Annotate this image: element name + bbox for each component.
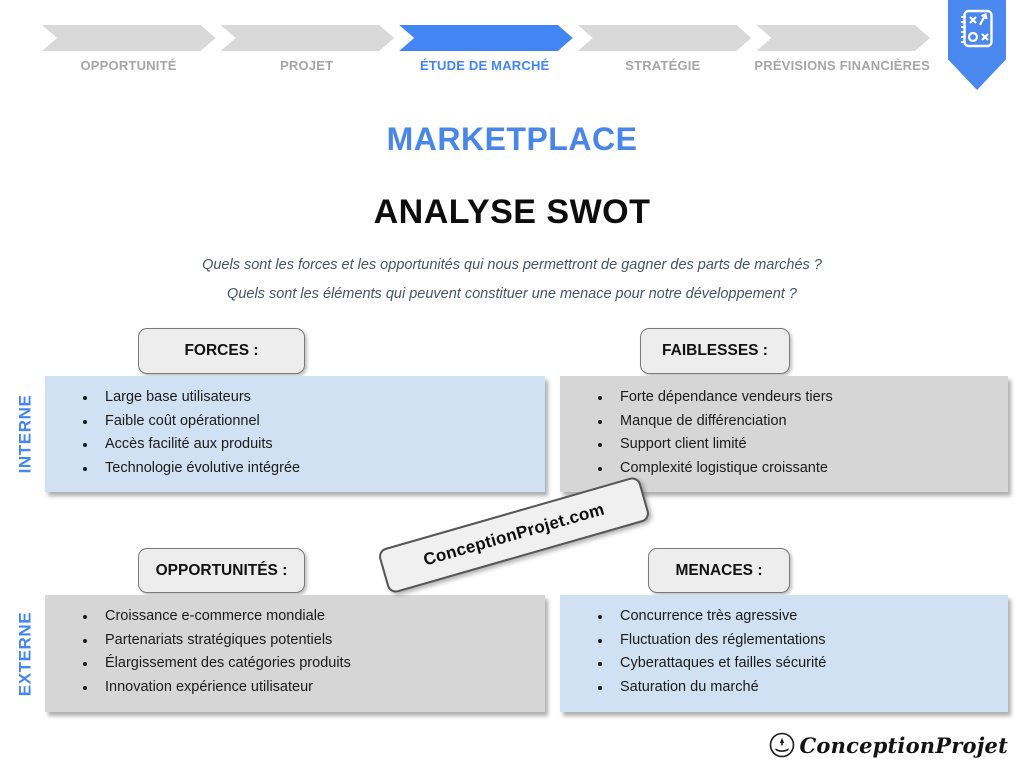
forces-list: Large base utilisateurs Faible coût opér…	[45, 376, 545, 476]
list-item: Concurrence très agressive	[612, 608, 998, 625]
bookmark-ribbon	[948, 0, 1006, 90]
process-step-chevron-projet	[221, 25, 395, 51]
list-item: Innovation expérience utilisateur	[97, 679, 535, 696]
process-bar	[42, 25, 930, 51]
list-item: Fluctuation des réglementations	[612, 632, 998, 649]
faiblesses-panel: Forte dépendance vendeurs tiers Manque d…	[560, 376, 1008, 492]
process-step-label-previsions: PRÉVISIONS FINANCIÈRES	[754, 58, 930, 73]
axis-label-interne-text: INTERNE	[15, 394, 35, 474]
list-item: Croissance e-commerce mondiale	[97, 608, 535, 625]
strategy-playbook-icon	[961, 9, 993, 48]
list-item: Support client limité	[612, 436, 998, 453]
list-item: Manque de différenciation	[612, 413, 998, 430]
menaces-panel: Concurrence très agressive Fluctuation d…	[560, 595, 1008, 712]
process-step-chevron-strategie	[578, 25, 752, 51]
process-step-label-strategie: STRATÉGIE	[625, 58, 701, 73]
list-item: Faible coût opérationnel	[97, 413, 535, 430]
question-1: Quels sont les forces et les opportunité…	[202, 257, 822, 273]
forces-label-box: FORCES :	[138, 328, 305, 374]
list-item: Accès facilité aux produits	[97, 436, 535, 453]
menaces-list: Concurrence très agressive Fluctuation d…	[560, 595, 1008, 695]
list-item: Large base utilisateurs	[97, 389, 535, 406]
opportunites-list: Croissance e-commerce mondiale Partenari…	[45, 595, 545, 695]
list-item: Cyberattaques et failles sécurité	[612, 655, 998, 672]
process-step-label-projet: PROJET	[280, 58, 334, 73]
process-step-chevron-etude-de-marche	[399, 25, 573, 51]
axis-label-externe: EXTERNE	[14, 595, 36, 712]
list-item: Forte dépendance vendeurs tiers	[612, 389, 998, 406]
axis-label-externe-text: EXTERNE	[15, 611, 34, 696]
list-item: Complexité logistique croissante	[612, 460, 998, 477]
process-step-chevron-opportunite	[42, 25, 216, 51]
list-item: Partenariats stratégiques potentiels	[97, 632, 535, 649]
process-step-label-etude-de-marche: ÉTUDE DE MARCHÉ	[420, 58, 550, 73]
section-title: ANALYSE SWOT	[373, 193, 651, 231]
faiblesses-label-box: FAIBLESSES :	[640, 328, 790, 374]
process-step-chevron-previsions	[756, 25, 930, 51]
axis-label-interne: INTERNE	[14, 376, 36, 492]
process-step-label-opportunite: OPPORTUNITÉ	[80, 58, 177, 73]
footer-brand-text: ConceptionProjet	[799, 732, 1008, 758]
hand-rocket-icon	[769, 732, 794, 758]
list-item: Saturation du marché	[612, 679, 998, 696]
page-title: MARKETPLACE	[386, 121, 638, 157]
opportunites-panel: Croissance e-commerce mondiale Partenari…	[45, 595, 545, 712]
list-item: Technologie évolutive intégrée	[97, 460, 535, 477]
menaces-label-box: MENACES :	[648, 548, 790, 593]
list-item: Élargissement des catégories produits	[97, 655, 535, 672]
watermark-plaque: ConceptionProjet.com	[376, 475, 652, 595]
forces-panel: Large base utilisateurs Faible coût opér…	[45, 376, 545, 492]
process-bar-labels: OPPORTUNITÉ PROJET ÉTUDE DE MARCHÉ STRAT…	[42, 58, 930, 73]
opportunites-label-box: OPPORTUNITÉS :	[138, 548, 305, 593]
question-2: Quels sont les éléments qui peuvent cons…	[227, 286, 797, 302]
footer-brand: ConceptionProjet	[769, 732, 1009, 758]
faiblesses-list: Forte dépendance vendeurs tiers Manque d…	[560, 376, 1008, 476]
